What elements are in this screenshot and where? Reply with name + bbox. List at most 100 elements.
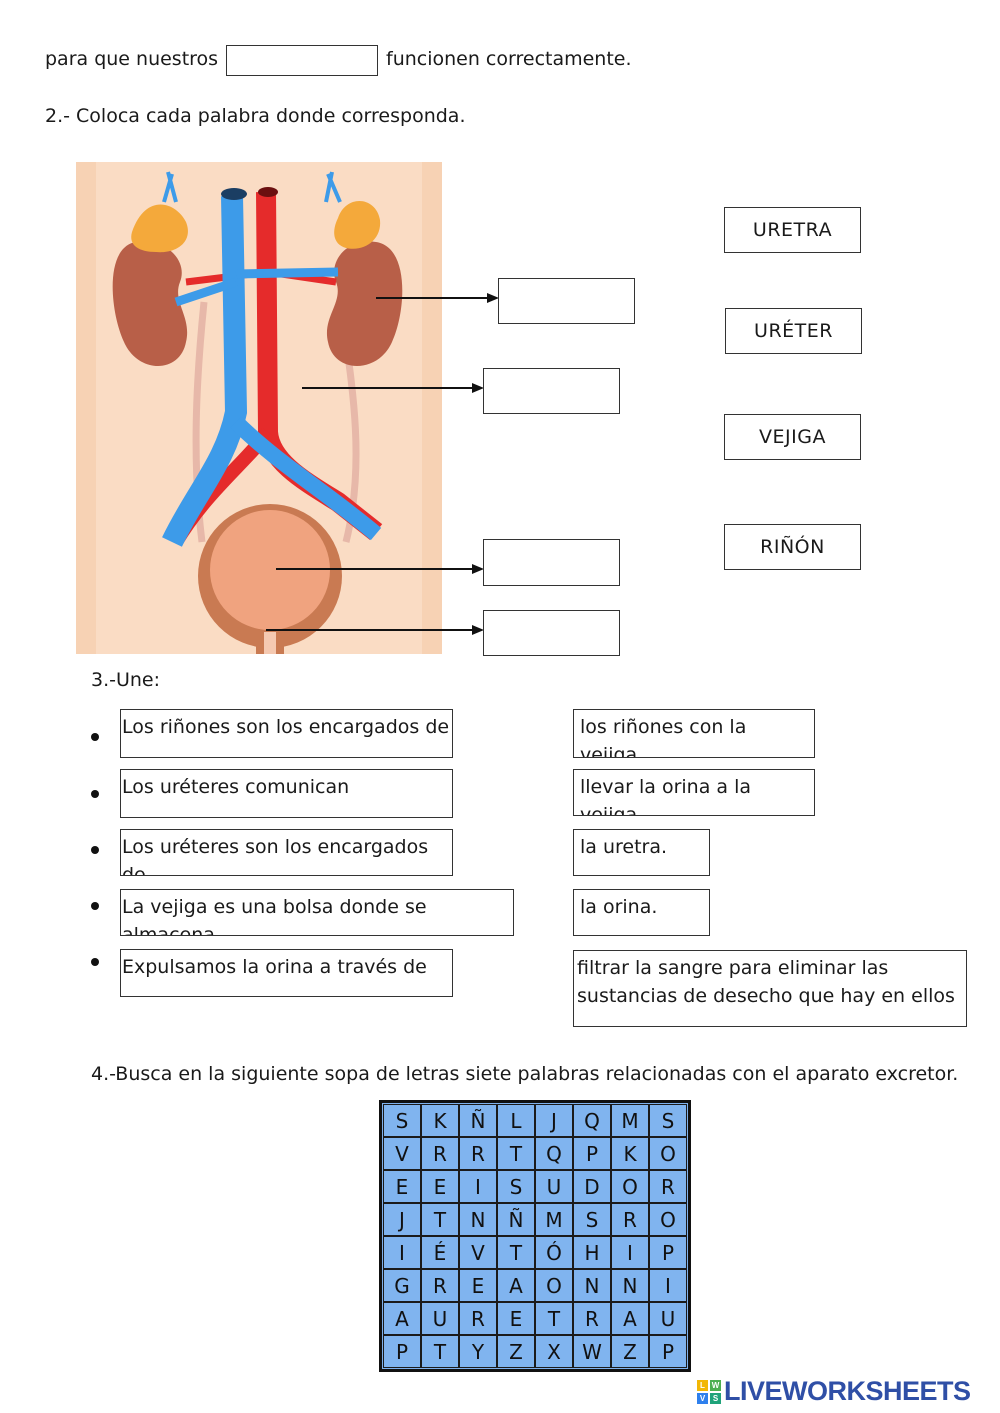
word-search-cell[interactable]: T	[421, 1203, 459, 1236]
word-search-cell[interactable]: S	[573, 1203, 611, 1236]
word-search-cell[interactable]: R	[459, 1137, 497, 1170]
word-search-cell[interactable]: U	[535, 1170, 573, 1203]
word-search-cell[interactable]: R	[421, 1137, 459, 1170]
word-search-cell[interactable]: Ñ	[459, 1104, 497, 1137]
word-search-cell[interactable]: E	[383, 1170, 421, 1203]
upper-vessels-shape	[162, 171, 342, 203]
word-search-cell[interactable]: R	[421, 1269, 459, 1302]
match-right-1[interactable]: los riñones con la vejiga.	[573, 709, 815, 758]
drop-target-urethra[interactable]	[483, 610, 620, 656]
word-search-cell[interactable]: É	[421, 1236, 459, 1269]
word-vejiga[interactable]: VEJIGA	[724, 414, 861, 460]
section4-instruction: 4.-Busca en la siguiente sopa de letras …	[91, 1063, 959, 1085]
drop-target-kidney[interactable]	[498, 278, 635, 324]
match-left-2[interactable]: Los uréteres comunican	[120, 769, 453, 818]
word-search-cell[interactable]: M	[535, 1203, 573, 1236]
word-search-cell[interactable]: V	[383, 1137, 421, 1170]
vena-cava-opening	[221, 188, 247, 200]
word-uretra[interactable]: URETRA	[724, 207, 861, 253]
word-search-cell[interactable]: O	[611, 1170, 649, 1203]
word-search-cell[interactable]: T	[535, 1302, 573, 1335]
match-left-1[interactable]: Los riñones son los encargados de	[120, 709, 453, 758]
word-search-cell[interactable]: K	[611, 1137, 649, 1170]
urinary-system-illustration	[76, 162, 442, 654]
word-search-cell[interactable]: T	[421, 1335, 459, 1368]
word-search-cell[interactable]: R	[649, 1170, 687, 1203]
word-search-cell[interactable]: Z	[497, 1335, 535, 1368]
word-search-cell[interactable]: H	[573, 1236, 611, 1269]
bullet-5	[91, 958, 99, 966]
word-search-cell[interactable]: T	[497, 1137, 535, 1170]
word-search-cell[interactable]: S	[497, 1170, 535, 1203]
drop-target-ureter[interactable]	[483, 368, 620, 414]
word-search-cell[interactable]: J	[383, 1203, 421, 1236]
word-search-cell[interactable]: K	[421, 1104, 459, 1137]
urethra-channel-shape	[264, 632, 276, 654]
word-search-cell[interactable]: D	[573, 1170, 611, 1203]
right-iliac-vein-shape	[230, 416, 382, 541]
bladder-inner-shape	[210, 510, 330, 630]
match-right-5[interactable]: filtrar la sangre para eliminar las sust…	[573, 950, 967, 1027]
word-search-cell[interactable]: T	[497, 1236, 535, 1269]
word-search-cell[interactable]: J	[535, 1104, 573, 1137]
word-search-cell[interactable]: W	[573, 1335, 611, 1368]
match-left-3[interactable]: Los uréteres son los encargados de	[120, 829, 453, 876]
word-search-cell[interactable]: O	[649, 1203, 687, 1236]
word-search-cell[interactable]: Q	[535, 1137, 573, 1170]
word-search-cell[interactable]: L	[497, 1104, 535, 1137]
match-right-3[interactable]: la uretra.	[573, 829, 710, 876]
word-search-cell[interactable]: E	[459, 1269, 497, 1302]
word-search-cell[interactable]: S	[383, 1104, 421, 1137]
logo-tile: V	[697, 1392, 708, 1404]
word-search-cell[interactable]: R	[573, 1302, 611, 1335]
answer-input-box[interactable]	[226, 45, 378, 76]
word-search-cell[interactable]: U	[649, 1302, 687, 1335]
word-search-cell[interactable]: I	[383, 1236, 421, 1269]
match-left-4[interactable]: La vejiga es una bolsa donde se almacena	[120, 889, 514, 936]
match-right-2[interactable]: llevar la orina a la vejiga.	[573, 769, 815, 816]
word-search-cell[interactable]: Q	[573, 1104, 611, 1137]
word-ureter[interactable]: URÉTER	[725, 308, 862, 354]
word-search-cell[interactable]: E	[497, 1302, 535, 1335]
bullet-3	[91, 846, 99, 854]
word-search-cell[interactable]: R	[459, 1302, 497, 1335]
word-search-cell[interactable]: N	[459, 1203, 497, 1236]
word-search-cell[interactable]: A	[383, 1302, 421, 1335]
word-search-cell[interactable]: O	[649, 1137, 687, 1170]
word-search-cell[interactable]: S	[649, 1104, 687, 1137]
word-search-cell[interactable]: I	[649, 1269, 687, 1302]
word-search-cell[interactable]: A	[497, 1269, 535, 1302]
word-search-cell[interactable]: G	[383, 1269, 421, 1302]
bullet-4	[91, 902, 99, 910]
word-search-cell[interactable]: X	[535, 1335, 573, 1368]
left-adrenal-shape	[131, 204, 188, 253]
brand-name: LIVEWORKSHEETS	[724, 1376, 971, 1406]
word-search-cell[interactable]: Z	[611, 1335, 649, 1368]
match-right-4[interactable]: la orina.	[573, 889, 710, 936]
word-search-cell[interactable]: R	[611, 1203, 649, 1236]
drop-target-bladder[interactable]	[483, 539, 620, 586]
word-search-cell[interactable]: Y	[459, 1335, 497, 1368]
word-search-cell[interactable]: N	[573, 1269, 611, 1302]
word-search-cell[interactable]: P	[573, 1137, 611, 1170]
sentence-end-text: funcionen correctamente.	[386, 48, 632, 70]
word-search-cell[interactable]: U	[421, 1302, 459, 1335]
bullet-2	[91, 790, 99, 798]
word-search-cell[interactable]: E	[421, 1170, 459, 1203]
word-search-cell[interactable]: I	[611, 1236, 649, 1269]
word-search-cell[interactable]: P	[383, 1335, 421, 1368]
word-search-cell[interactable]: A	[611, 1302, 649, 1335]
word-search-cell[interactable]: I	[459, 1170, 497, 1203]
word-search-cell[interactable]: P	[649, 1236, 687, 1269]
word-search-cell[interactable]: O	[535, 1269, 573, 1302]
word-search-cell[interactable]: P	[649, 1335, 687, 1368]
match-left-5[interactable]: Expulsamos la orina a través de	[120, 949, 453, 997]
word-search-cell[interactable]: V	[459, 1236, 497, 1269]
diagram-left-edge	[76, 162, 96, 654]
word-search-cell[interactable]: Ñ	[497, 1203, 535, 1236]
word-search-cell[interactable]: M	[611, 1104, 649, 1137]
word-search-cell[interactable]: Ó	[535, 1236, 573, 1269]
word-rinon[interactable]: RIÑÓN	[724, 524, 861, 570]
word-search-cell[interactable]: N	[611, 1269, 649, 1302]
